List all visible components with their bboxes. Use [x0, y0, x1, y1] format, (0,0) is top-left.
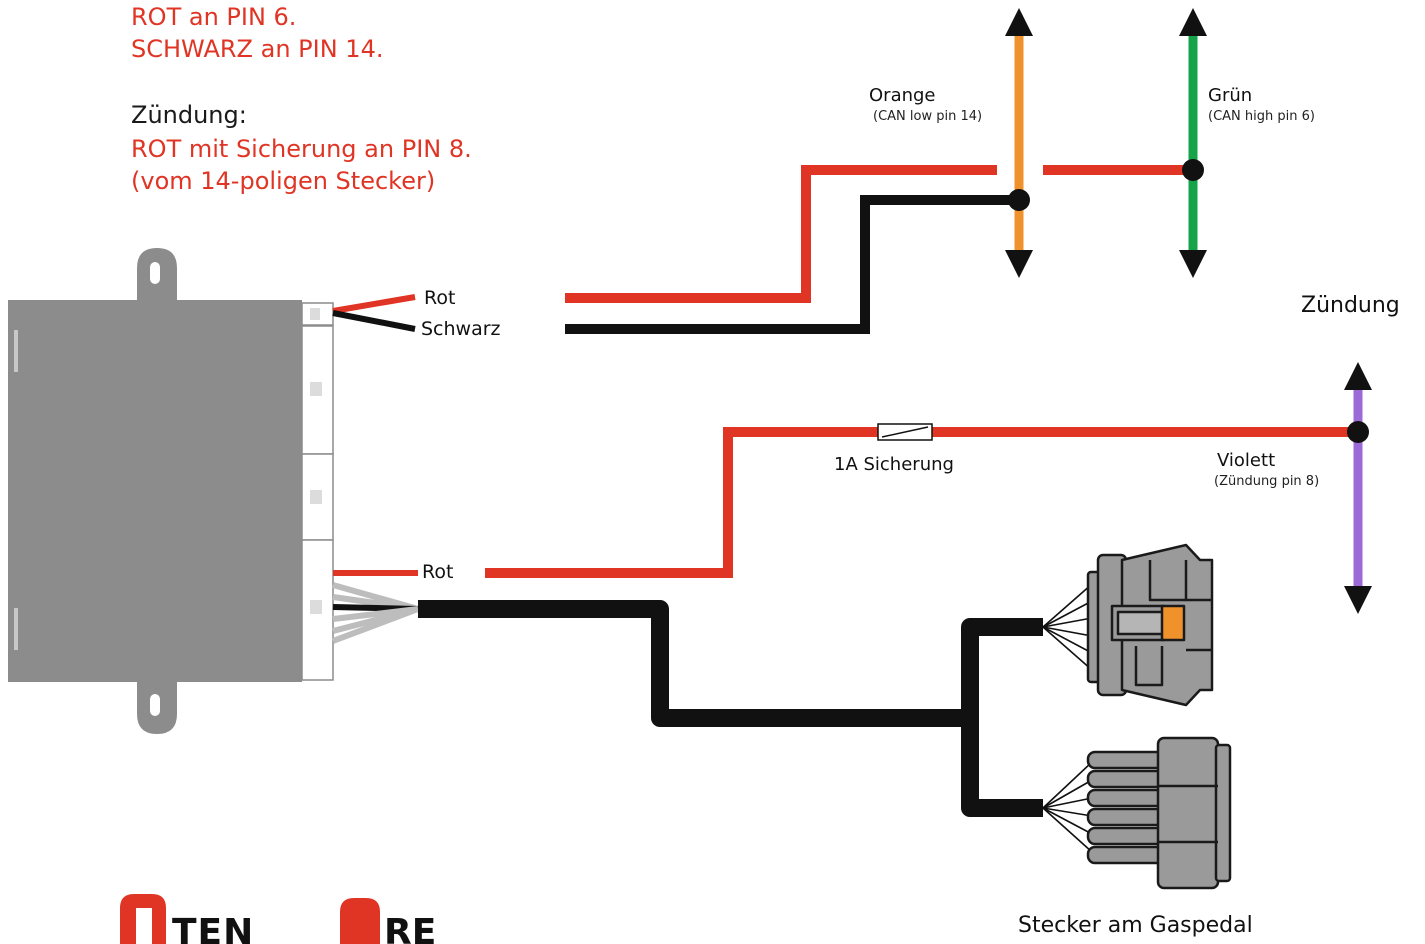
label-connector-caption: Stecker am Gaspedal	[1018, 913, 1253, 938]
module-top-pigtail	[332, 294, 416, 332]
label-bottom-red: Rot	[422, 561, 454, 583]
arrow-down-icon	[1179, 250, 1207, 278]
arrow-up-icon	[1005, 8, 1033, 36]
label-fuse: 1A Sicherung	[834, 454, 954, 475]
pigtail-black-wire	[332, 310, 416, 332]
label-green-sub: (CAN high pin 6)	[1208, 109, 1315, 124]
harness-split	[961, 618, 1043, 817]
instruction-ignition-connector: (vom 14-poligen Stecker)	[131, 167, 436, 195]
lower-connector-wires	[1042, 761, 1093, 853]
green-can-high-wire	[1179, 8, 1207, 278]
label-orange: Orange	[869, 85, 936, 106]
label-top-black: Schwarz	[421, 318, 501, 340]
module-body	[8, 300, 302, 682]
label-violet: Violett	[1217, 450, 1276, 471]
instruction-ignition-title: Zündung:	[131, 101, 247, 129]
splice-dot	[1347, 421, 1369, 443]
upper-connector-wires	[1042, 583, 1093, 671]
pigtail-red-wire	[332, 294, 416, 314]
arrow-up-icon	[1179, 8, 1207, 36]
arrow-down-icon	[1344, 586, 1372, 614]
pedal-connector-upper	[1086, 543, 1214, 707]
label-orange-sub: (CAN low pin 14)	[873, 109, 983, 124]
arrow-up-icon	[1344, 362, 1372, 390]
svg-text:TEN: TEN	[172, 912, 254, 944]
arrow-down-icon	[1005, 250, 1033, 278]
instruction-ignition-pin: ROT mit Sicherung an PIN 8.	[131, 135, 472, 163]
svg-text:RE: RE	[384, 912, 436, 944]
module-bottom-harness	[331, 570, 420, 644]
splice-dot	[1182, 159, 1204, 181]
ignition-red-wire	[485, 427, 1358, 578]
label-ignition: Zündung	[1301, 293, 1400, 318]
label-top-red: Rot	[424, 287, 456, 309]
instruction-can-high: ROT an PIN 6.	[131, 3, 297, 31]
orange-can-low-wire	[1005, 8, 1033, 278]
splice-dot	[1008, 189, 1030, 211]
tendore-logo: TEN RE	[120, 894, 436, 944]
control-module	[8, 248, 334, 734]
can-low-black-wire	[565, 195, 1019, 334]
main-harness-cable	[418, 600, 970, 727]
instruction-can-low: SCHWARZ an PIN 14.	[131, 35, 384, 63]
label-green: Grün	[1208, 85, 1253, 106]
violet-ignition-wire	[1344, 362, 1372, 614]
label-violet-sub: (Zündung pin 8)	[1214, 474, 1320, 489]
fuse-icon	[877, 423, 933, 441]
pedal-connector-lower	[1086, 736, 1232, 890]
can-high-red-wire	[565, 165, 997, 303]
